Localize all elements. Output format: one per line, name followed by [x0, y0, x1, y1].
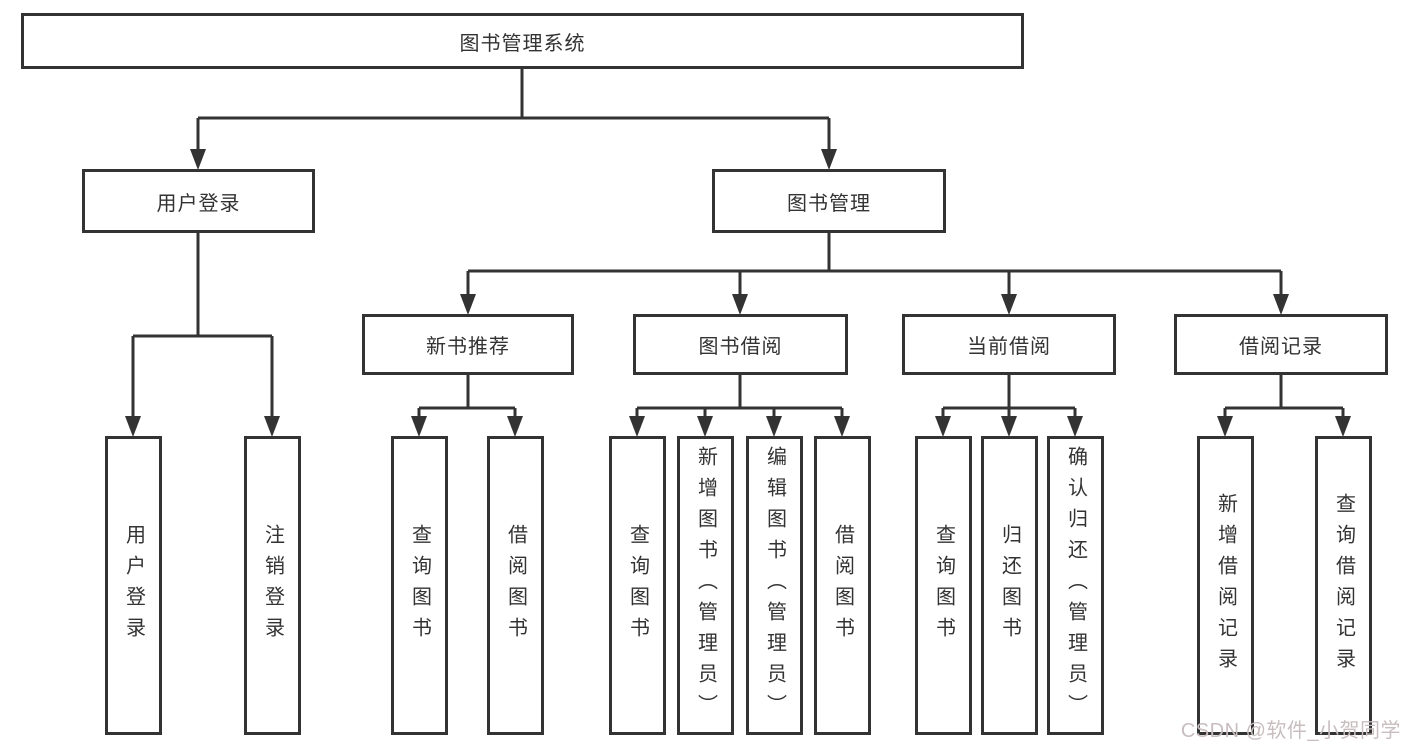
node-root: 图书管理系统: [21, 13, 1024, 69]
leaf-query-books-current-label: 查询图书: [932, 523, 955, 648]
leaf-borrow-books-recommend-label: 借阅图书: [504, 523, 527, 648]
node-new-book-recommend-label: 新书推荐: [426, 336, 510, 358]
leaf-query-borrow-record: 查询借阅记录: [1315, 436, 1372, 735]
node-current-borrow: 当前借阅: [902, 314, 1116, 375]
leaf-user-login-label: 用户登录: [122, 523, 145, 648]
leaf-return-books-label: 归还图书: [998, 523, 1021, 648]
node-borrow-records-label: 借阅记录: [1239, 336, 1323, 358]
node-user-login-label: 用户登录: [156, 192, 241, 215]
node-user-login: 用户登录: [82, 169, 315, 233]
node-current-borrow-label: 当前借阅: [967, 336, 1051, 358]
leaf-user-login: 用户登录: [105, 436, 162, 735]
leaf-add-borrow-record: 新增借阅记录: [1197, 436, 1254, 735]
node-root-label: 图书管理系统: [459, 32, 586, 55]
leaf-return-books: 归还图书: [981, 436, 1038, 735]
leaf-query-books-borrow-label: 查询图书: [626, 523, 649, 648]
leaf-query-borrow-record-label: 查询借阅记录: [1332, 492, 1355, 679]
leaf-edit-books-admin: 编辑图书（管理员）: [746, 436, 803, 735]
node-borrow-records: 借阅记录: [1174, 314, 1388, 375]
node-book-borrow: 图书借阅: [633, 314, 848, 375]
leaf-query-books-recommend: 查询图书: [391, 436, 448, 735]
leaf-confirm-return-admin: 确认归还（管理员）: [1047, 436, 1104, 735]
leaf-query-books-borrow: 查询图书: [609, 436, 666, 735]
node-book-borrow-label: 图书借阅: [698, 336, 783, 358]
node-book-management: 图书管理: [712, 169, 946, 233]
leaf-edit-books-admin-label: 编辑图书（管理员）: [763, 446, 786, 725]
leaf-logout: 注销登录: [244, 436, 301, 735]
leaf-borrow-books-recommend: 借阅图书: [487, 436, 544, 735]
node-new-book-recommend: 新书推荐: [362, 314, 574, 375]
leaf-logout-label: 注销登录: [261, 523, 284, 648]
leaf-query-books-recommend-label: 查询图书: [408, 523, 431, 648]
arrowheads: [125, 149, 1351, 437]
leaf-add-borrow-record-label: 新增借阅记录: [1214, 492, 1237, 679]
csdn-watermark: CSDN @软件_小贺同学: [1180, 720, 1401, 742]
leaf-borrow-books-label: 借阅图书: [831, 523, 854, 648]
leaf-add-books-admin-label: 新增图书（管理员）: [694, 446, 717, 725]
leaf-confirm-return-admin-label: 确认归还（管理员）: [1064, 446, 1087, 725]
leaf-query-books-current: 查询图书: [915, 436, 972, 735]
node-book-management-label: 图书管理: [787, 192, 871, 215]
leaf-borrow-books: 借阅图书: [814, 436, 871, 735]
leaf-add-books-admin: 新增图书（管理员）: [677, 436, 734, 735]
